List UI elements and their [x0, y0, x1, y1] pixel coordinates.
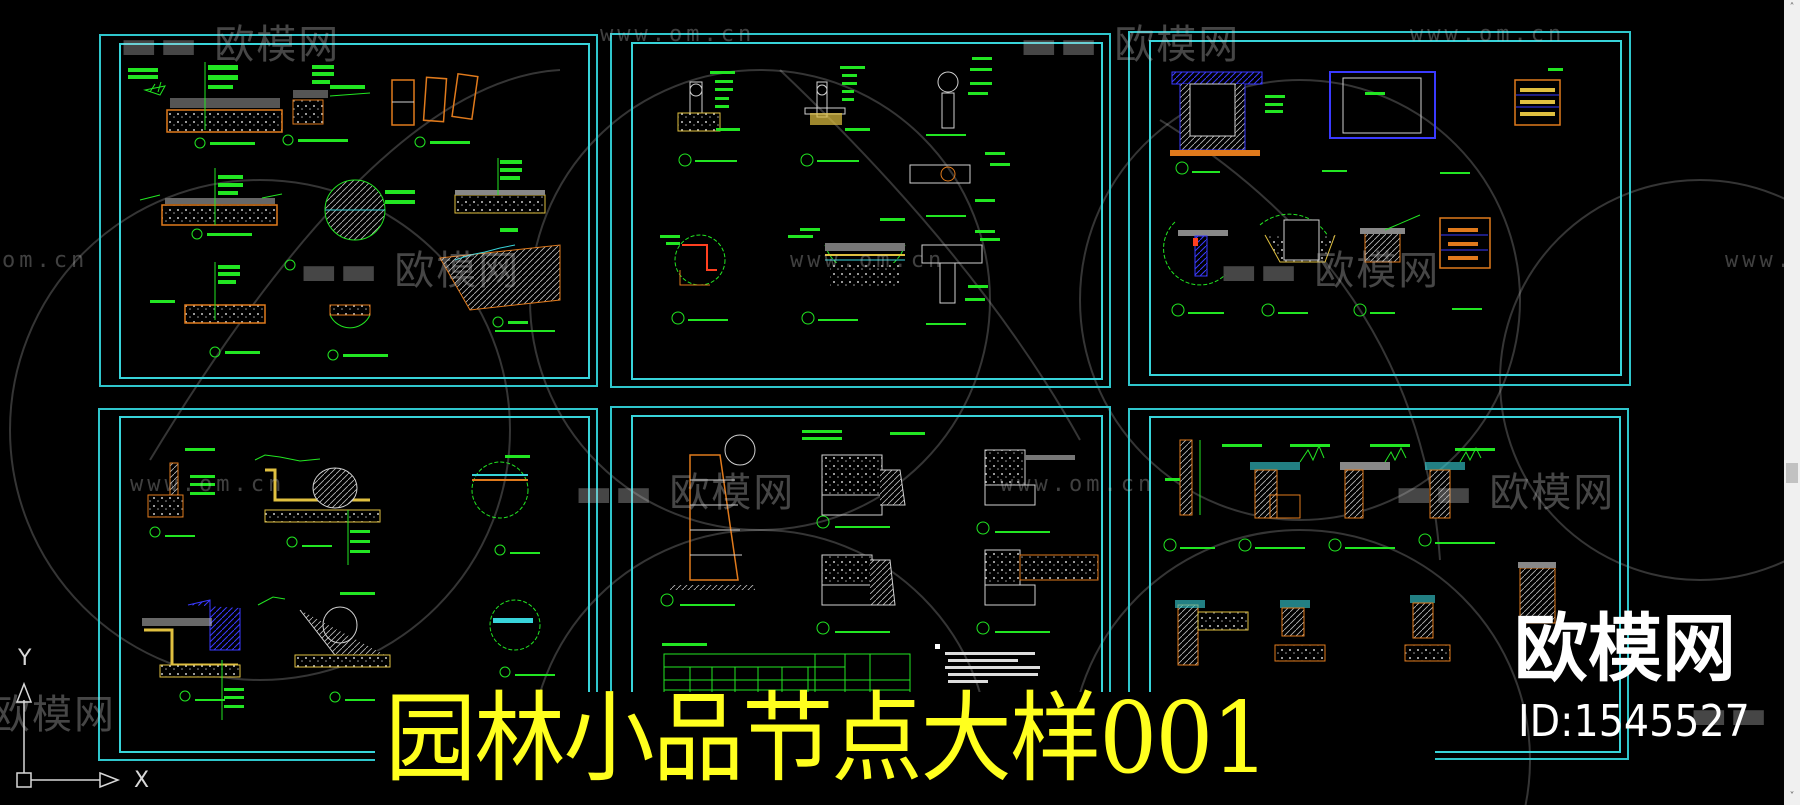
watermark-logo: ▬▬ 欧模网 [300, 248, 521, 294]
ucs-y-label: Y [18, 646, 32, 671]
brand-name: 欧模网 [1514, 606, 1736, 692]
watermark-logo: 欧模网 [0, 692, 116, 738]
sheet-1-details [128, 62, 561, 361]
brand-id-label: ID:1545527 [1518, 696, 1750, 747]
watermark-url: www.om.cn [1000, 472, 1156, 497]
watermark-url: om.cn [2, 248, 89, 273]
watermark-logo: ▬▬ 欧模网 [1690, 692, 1784, 738]
scroll-up-arrow-icon[interactable]: ˄ [1789, 2, 1795, 13]
watermark-url: www.om.cn [130, 472, 286, 497]
watermark-url: www.om.cn [1725, 248, 1784, 273]
sheet-5-details [660, 430, 1099, 699]
watermark-url: www.om.cn [1410, 22, 1566, 47]
watermark-logo: ▬▬ 欧模网 [1395, 470, 1616, 516]
watermark-logo: ▬▬ 欧模网 [575, 470, 796, 516]
watermark-logo: ▬▬ 欧模网 [1020, 22, 1241, 68]
sheet-3-outer-frame [1128, 31, 1631, 386]
watermark-logo: ▬▬ 欧模网 [1220, 248, 1441, 294]
scroll-thumb[interactable] [1786, 463, 1798, 483]
ucs-icon [15, 681, 121, 789]
scroll-down-arrow-icon[interactable]: ˅ [1789, 791, 1795, 802]
watermark-logo: ▬▬ 欧模网 [120, 22, 341, 68]
sheet-6-details [1163, 439, 1556, 666]
sheet-4-outer-frame [98, 408, 598, 761]
sheet-2-details [660, 57, 1010, 325]
watermark-url: www.om.cn [600, 22, 756, 47]
sheet-4-inner-frame [119, 416, 590, 753]
watermark-url: www.om.cn [790, 248, 946, 273]
sheet-1-outer-frame [99, 34, 598, 387]
sheet-2-inner-frame [631, 42, 1103, 380]
sheet-3-details [1163, 68, 1563, 317]
drawing-title: 园林小品节点大样001 [385, 682, 1269, 796]
sheet-1-inner-frame [119, 43, 590, 379]
title-band [375, 692, 1435, 805]
ucs-x-label: X [134, 768, 150, 793]
sheet-2-outer-frame [610, 33, 1111, 388]
sheet-3-inner-frame [1149, 40, 1622, 376]
sheet-4-details [142, 448, 555, 720]
vertical-scrollbar[interactable]: ˄ ˅ [1784, 0, 1800, 805]
